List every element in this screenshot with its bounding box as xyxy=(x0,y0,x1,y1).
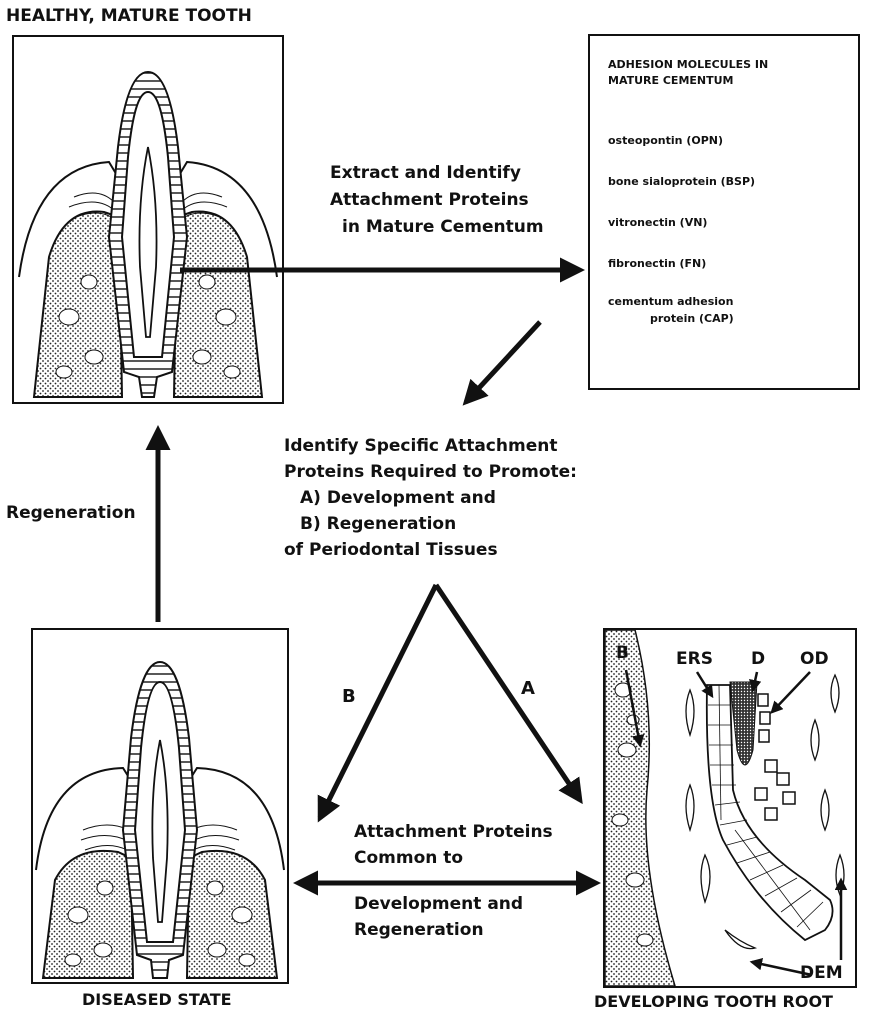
pointer-dem-left xyxy=(752,962,812,975)
pointer-ers xyxy=(697,672,712,696)
arrow-branch-a xyxy=(436,585,580,800)
pointer-b xyxy=(626,670,640,745)
arrow-branch-b xyxy=(320,585,436,818)
arrow-to-identify xyxy=(466,322,540,402)
pointer-d xyxy=(753,672,757,690)
pointer-od xyxy=(772,672,810,712)
